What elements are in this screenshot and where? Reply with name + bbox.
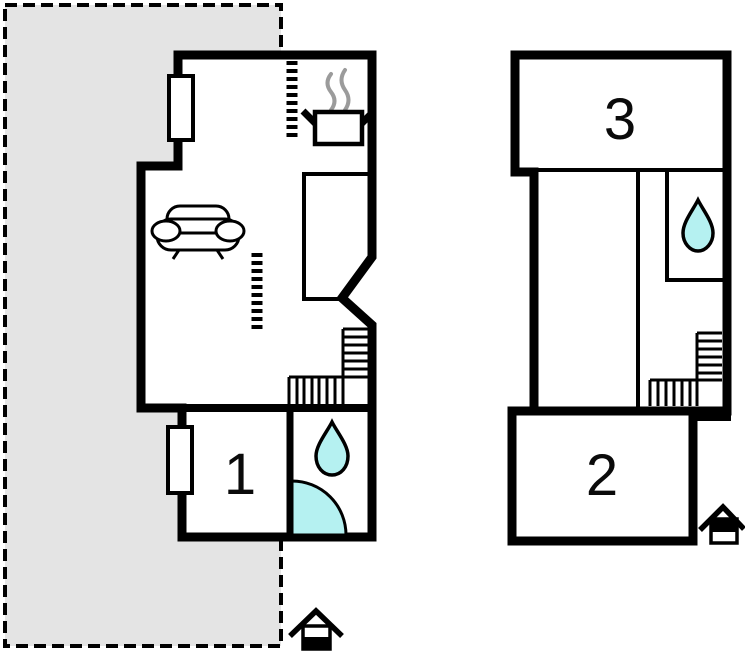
room-3-label: 3 bbox=[604, 87, 636, 152]
stairs-upper-floor bbox=[648, 331, 722, 406]
upper-floor-plan: 3 2 bbox=[507, 50, 732, 546]
room-2-walls bbox=[507, 406, 698, 546]
shower-icon bbox=[290, 479, 348, 537]
ground-floor-plan: 1 bbox=[136, 50, 377, 542]
room-2-label: 2 bbox=[586, 443, 618, 508]
water-drop-icon-ground bbox=[314, 418, 350, 477]
stairs-ground-floor bbox=[287, 327, 368, 404]
house-level-icon-ground bbox=[288, 607, 344, 651]
inner-room-walls bbox=[302, 172, 368, 301]
sofa-icon bbox=[150, 204, 246, 260]
room-1-label: 1 bbox=[224, 442, 256, 507]
wall-foot bbox=[692, 407, 731, 421]
water-drop-icon-upper bbox=[681, 196, 715, 253]
bathroom-walls-upper bbox=[665, 172, 723, 282]
window-upper-left bbox=[167, 74, 195, 142]
house-level-icon-upper bbox=[698, 503, 745, 545]
window-room-1 bbox=[166, 425, 194, 495]
stove-icon bbox=[300, 68, 377, 147]
